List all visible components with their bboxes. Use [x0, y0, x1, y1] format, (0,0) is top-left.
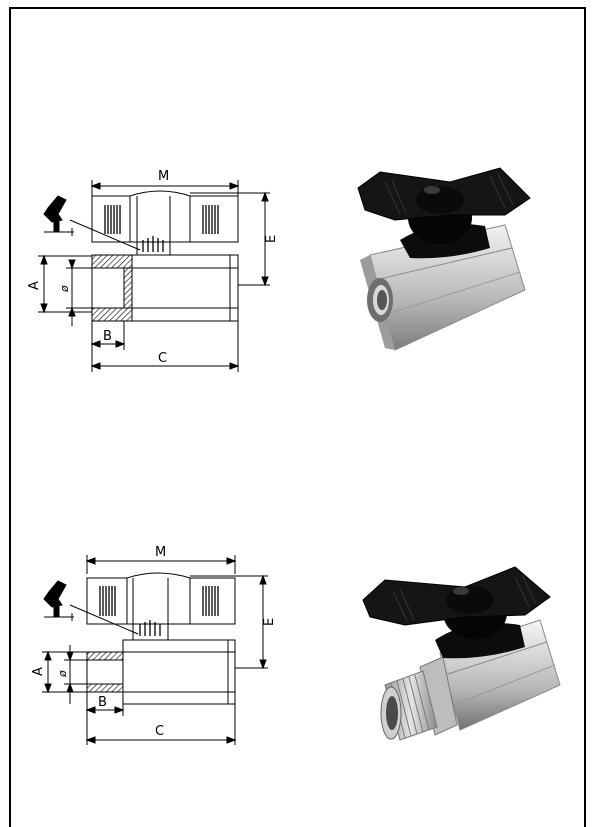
photo-male-female-ball-valve [362, 566, 561, 741]
photo-female-female-ball-valve [357, 167, 531, 351]
dim-label-A: A [27, 281, 42, 290]
dim-label-A: A [31, 667, 46, 676]
dim-label-C: C [158, 351, 167, 366]
dim-label-C: C [155, 724, 164, 739]
page-frame [9, 7, 586, 827]
dim-label-diameter: ø [58, 285, 71, 293]
dim-label-M: M [158, 169, 169, 184]
dim-label-diameter: ø [56, 670, 69, 678]
dim-label-E: E [262, 618, 277, 626]
dim-label-B: B [103, 329, 112, 344]
dim-label-B: B [98, 695, 107, 710]
dim-label-M: M [155, 545, 166, 560]
dim-label-E: E [264, 235, 279, 243]
